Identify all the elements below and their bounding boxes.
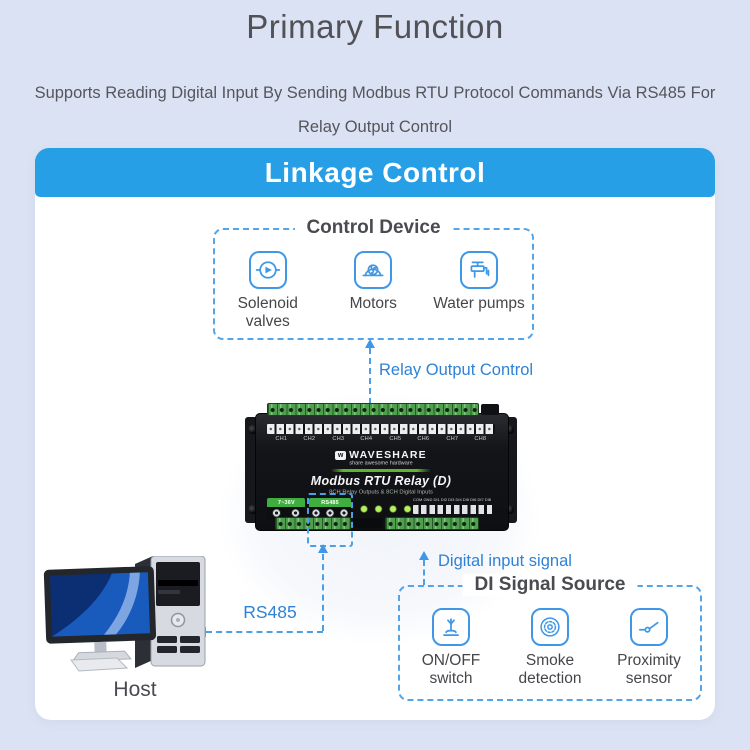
rs485-arrow-up-icon [318,544,328,553]
channel-labels: CH1 CH2 CH3 CH4 CH5 CH6 CH7 CH8 [267,436,495,442]
brand-tagline: share awesome hardware [349,460,413,467]
page-title: Primary Function [246,8,504,45]
power-terminal-text: 7~36V [277,499,295,506]
item-label: Motors [349,295,397,312]
item-water-pumps: Water pumps [426,251,532,313]
item-smoke-detection: Smoke detection [502,608,598,688]
channel-label: CH5 [389,436,402,442]
motor-icon [354,251,393,289]
rs485-highlight-box [307,493,353,547]
di-terminal-labels: COM GND DI1 DI2 DI3 DI4 DI5 DI6 DI7 DI8 [413,498,492,503]
device-bottom-block [353,518,383,528]
item-label: Water pumps [433,295,525,312]
card-header: Linkage Control [35,148,715,197]
rs485-dashed-vline [322,554,324,631]
channel-label: CH1 [275,436,288,442]
rs485-terminal-label: RS485 [309,498,351,507]
channel-label: CH3 [332,436,345,442]
di-terminal-row [413,505,495,514]
modbus-rtu-relay-device: CH1 CH2 CH3 CH4 CH5 CH6 CH7 CH8 w WAVESH… [245,403,517,543]
rs485-terminal-block: RS485 [309,498,351,519]
knife-switch-icon [432,608,470,646]
rs485-terminal-screws [309,507,351,519]
bottom-terminal-strip-left [275,517,351,530]
control-device-title: Control Device [294,217,453,239]
proximity-sensor-icon [630,608,668,646]
channel-label: CH2 [303,436,316,442]
device-model: Modbus RTU Relay (D) [310,474,452,488]
power-terminal-screws [267,507,305,519]
channel-label: CH6 [417,436,430,442]
green-swoosh [331,469,431,472]
card-header-title: Linkage Control [264,156,486,188]
item-label: Solenoid valves [237,295,298,330]
item-motors: Motors [321,251,427,313]
digital-input-arrow-icon [419,551,429,560]
device-top-block [481,404,499,415]
host-computer-image [43,555,211,678]
channel-label: CH8 [474,436,487,442]
relay-symbols-row [267,424,495,434]
power-terminal-block: 7~36V [267,498,305,519]
di-signal-source-box: DI Signal Source ON/OFF switch [398,574,702,701]
screw-icon [505,425,514,434]
solenoid-valve-icon [248,251,287,289]
host-label: Host [113,678,157,701]
page-subtitle: Supports Reading Digital Input By Sendin… [34,84,716,136]
rs485-terminal-text: RS485 [321,499,339,506]
rs485-label: RS485 [243,602,297,622]
brand-row: w WAVESHARE [245,449,517,461]
di-source-items: ON/OFF switch Smoke detection [400,587,700,699]
screw-icon [248,425,257,434]
linkage-control-card: Linkage Control Control Device Solenoid … [35,148,715,720]
led-indicators [357,504,415,514]
control-device-box: Control Device Solenoid valves [213,217,534,340]
item-solenoid-valves: Solenoid valves [215,251,321,331]
relay-output-terminal-strip [267,403,479,416]
smoke-detector-icon [531,608,569,646]
brand-name: WAVESHARE [349,449,427,461]
relay-output-dashed-line [369,348,371,404]
item-label: Smoke detection [518,652,582,687]
channel-label: CH4 [360,436,373,442]
digital-input-dashed-line [423,560,425,585]
item-onoff-switch: ON/OFF switch [403,608,499,688]
water-pump-icon [460,251,498,289]
item-label: ON/OFF switch [421,652,481,687]
relay-output-arrow-icon [365,339,375,348]
di-input-terminal-strip [385,517,479,530]
channel-label: CH7 [446,436,459,442]
di-signal-source-title: DI Signal Source [462,574,638,596]
control-device-items: Solenoid valves Motors [215,230,532,338]
digital-input-label: Digital input signal [438,552,572,570]
power-terminal-label: 7~36V [267,498,305,507]
relay-output-label: Relay Output Control [379,361,534,379]
item-proximity-sensor: Proximity sensor [601,608,697,688]
item-label: Proximity sensor [617,652,681,687]
device-description: 8CH Relay Outputs & 8CH Digital Inputs [329,489,433,496]
screw-icon [248,505,257,514]
rs485-dashed-hline [206,631,323,633]
screw-icon [505,505,514,514]
waveshare-logo-icon: w [335,450,347,460]
